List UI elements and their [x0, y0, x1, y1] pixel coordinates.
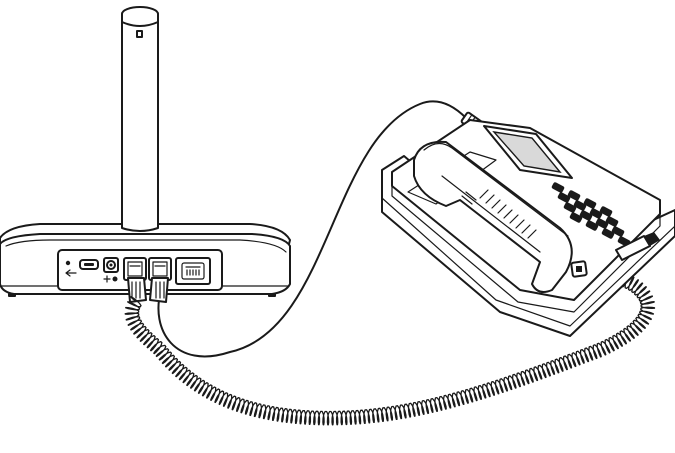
telephone-handset — [413, 140, 588, 293]
keypad-button — [569, 212, 583, 223]
desk-telephone — [381, 119, 675, 337]
rj9-handset-cable — [124, 264, 656, 426]
phone-port-2 — [148, 257, 172, 281]
keypad-button — [563, 202, 577, 213]
cable-plugs — [127, 277, 169, 303]
keypad-button — [583, 198, 597, 209]
keypad-button — [611, 226, 625, 237]
line-port — [175, 257, 211, 285]
power-port — [103, 257, 119, 283]
keypad-button — [601, 228, 615, 239]
usb-icon — [65, 260, 77, 277]
microphone-column — [121, 6, 159, 232]
keypad-button — [551, 182, 565, 193]
keypad-button — [595, 218, 609, 229]
keypad-button — [585, 220, 599, 231]
keypad-button — [579, 210, 593, 221]
keypad-button — [557, 192, 571, 203]
power-icon — [103, 275, 118, 283]
keypad-button — [589, 208, 603, 219]
phone-port-1 — [123, 257, 147, 281]
keypad-button — [605, 216, 619, 227]
usb-port — [65, 259, 99, 277]
phone-keypad — [551, 182, 631, 247]
coiled-cable-icon — [124, 264, 656, 426]
keypad-button — [599, 206, 613, 217]
conference-base-station — [0, 6, 291, 297]
keypad-button — [567, 190, 581, 201]
keypad-button — [573, 200, 587, 211]
phone-display — [483, 125, 573, 179]
